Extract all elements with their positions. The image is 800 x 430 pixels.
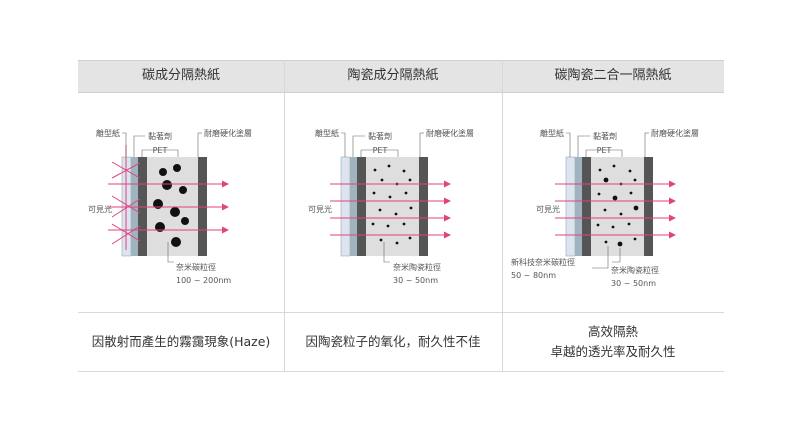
particle-size-label: 30 ~ 50nm <box>393 276 438 285</box>
column-divider <box>284 60 285 372</box>
release-liner-layer <box>565 156 576 257</box>
footer-hybrid: 高效隔熱 卓越的透光率及耐久性 <box>502 314 724 370</box>
diagram-hybrid: 離型紙 黏著劑 耐磨硬化塗層 PET 可見光 新科技奈米碳粒徑 50 ~ 80n… <box>511 128 699 288</box>
ceramic-particles <box>371 164 413 245</box>
particle-size-label: 100 ~ 200nm <box>176 276 231 285</box>
diagram-ceramic: 離型紙 黏著劑 耐磨硬化塗層 PET 可見光 奈米陶瓷粒徑 30 ~ 50nm <box>308 128 474 285</box>
footer-text: 因陶瓷粒子的氧化，耐久性不佳 <box>305 334 481 349</box>
visible-light-label: 可見光 <box>88 204 112 214</box>
footer-ceramic: 因陶瓷粒子的氧化，耐久性不佳 <box>284 314 502 370</box>
adhesive-label: 黏著劑 <box>148 131 172 141</box>
release-liner-layer <box>340 156 351 257</box>
particle-name-label: 奈米陶瓷粒徑 <box>393 262 441 272</box>
light-arrows <box>555 180 676 239</box>
pet-layer <box>357 157 366 256</box>
hybrid-particles <box>596 164 639 247</box>
comparison-table: 碳成分隔熱紙 陶瓷成分隔熱紙 碳陶瓷二合一隔熱紙 因散射而產生的霧靄現象(Haz… <box>78 60 724 372</box>
hardcoat-label: 耐磨硬化塗層 <box>651 128 699 138</box>
adhesive-label: 黏著劑 <box>593 131 617 141</box>
pet-label: PET <box>373 146 388 155</box>
release-liner-label: 離型紙 <box>96 128 120 138</box>
light-arrows <box>330 180 451 239</box>
particle-size-label: 30 ~ 50nm <box>611 279 656 288</box>
particle-layer <box>366 157 419 256</box>
pet-label: PET <box>597 146 612 155</box>
visible-light-label: 可見光 <box>308 204 332 214</box>
header-ceramic: 陶瓷成分隔熱紙 <box>347 68 439 83</box>
column-divider <box>502 60 503 372</box>
visible-light-label: 可見光 <box>536 204 560 214</box>
footer-text: 卓越的透光率及耐久性 <box>550 344 676 359</box>
hardcoat-label: 耐磨硬化塗層 <box>204 128 252 138</box>
header-row <box>78 60 724 93</box>
pet-label: PET <box>153 146 168 155</box>
adhesive-layer <box>350 157 357 256</box>
new-tech-particle-label: 新科技奈米碳粒徑 <box>511 257 575 267</box>
particle-name-label: 奈米碳粒徑 <box>176 262 216 272</box>
hardcoat-label: 耐磨硬化塗層 <box>426 128 474 138</box>
release-liner-label: 離型紙 <box>540 128 564 138</box>
hardcoat-layer <box>644 157 653 256</box>
particle-name-label: 奈米陶瓷粒徑 <box>611 265 659 275</box>
footer-text: 高效隔熱 <box>587 324 638 339</box>
hardcoat-layer <box>419 157 428 256</box>
adhesive-layer <box>575 157 582 256</box>
table-bottom-line <box>78 371 724 372</box>
release-liner-label: 離型紙 <box>315 128 339 138</box>
adhesive-label: 黏著劑 <box>368 131 392 141</box>
diagram-carbon: 離型紙 黏著劑 耐磨硬化塗層 PET 可見光 奈米碳粒徑 100 ~ 200nm <box>88 128 252 285</box>
footer-carbon: 因散射而產生的霧靄現象(Haze) <box>78 314 284 370</box>
header-hybrid: 碳陶瓷二合一隔熱紙 <box>554 68 672 83</box>
new-tech-particle-size: 50 ~ 80nm <box>511 271 556 280</box>
header-carbon: 碳成分隔熱紙 <box>141 68 220 83</box>
light-arrows <box>108 145 229 250</box>
row-divider <box>78 312 724 313</box>
footer-text: 因散射而產生的霧靄現象(Haze) <box>91 334 271 349</box>
pet-layer <box>582 157 591 256</box>
